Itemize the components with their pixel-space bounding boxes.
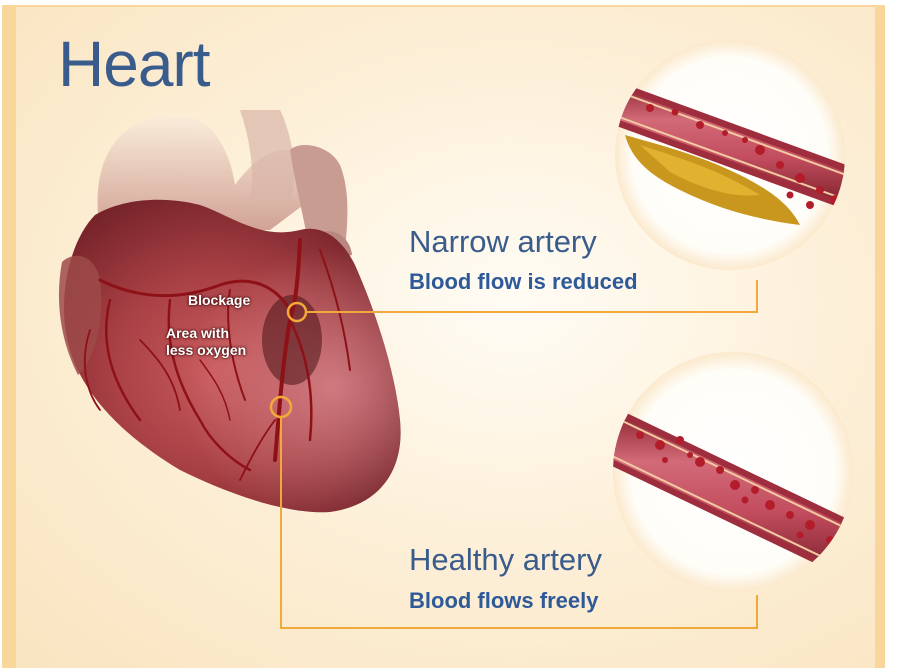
area-label-line1: Area with <box>166 325 246 342</box>
blockage-label: Blockage <box>188 292 250 309</box>
narrow-artery-inset <box>600 40 860 270</box>
narrow-artery-subtitle: Blood flow is reduced <box>409 271 638 293</box>
area-label-line2: less oxygen <box>166 342 246 359</box>
page-title: Heart <box>58 32 210 96</box>
healthy-artery-title: Healthy artery <box>409 544 602 575</box>
healthy-artery-subtitle: Blood flows freely <box>409 590 598 612</box>
area-label: Area with less oxygen <box>166 325 246 359</box>
healthy-artery-inset <box>610 352 860 592</box>
narrow-artery-title: Narrow artery <box>409 226 597 257</box>
